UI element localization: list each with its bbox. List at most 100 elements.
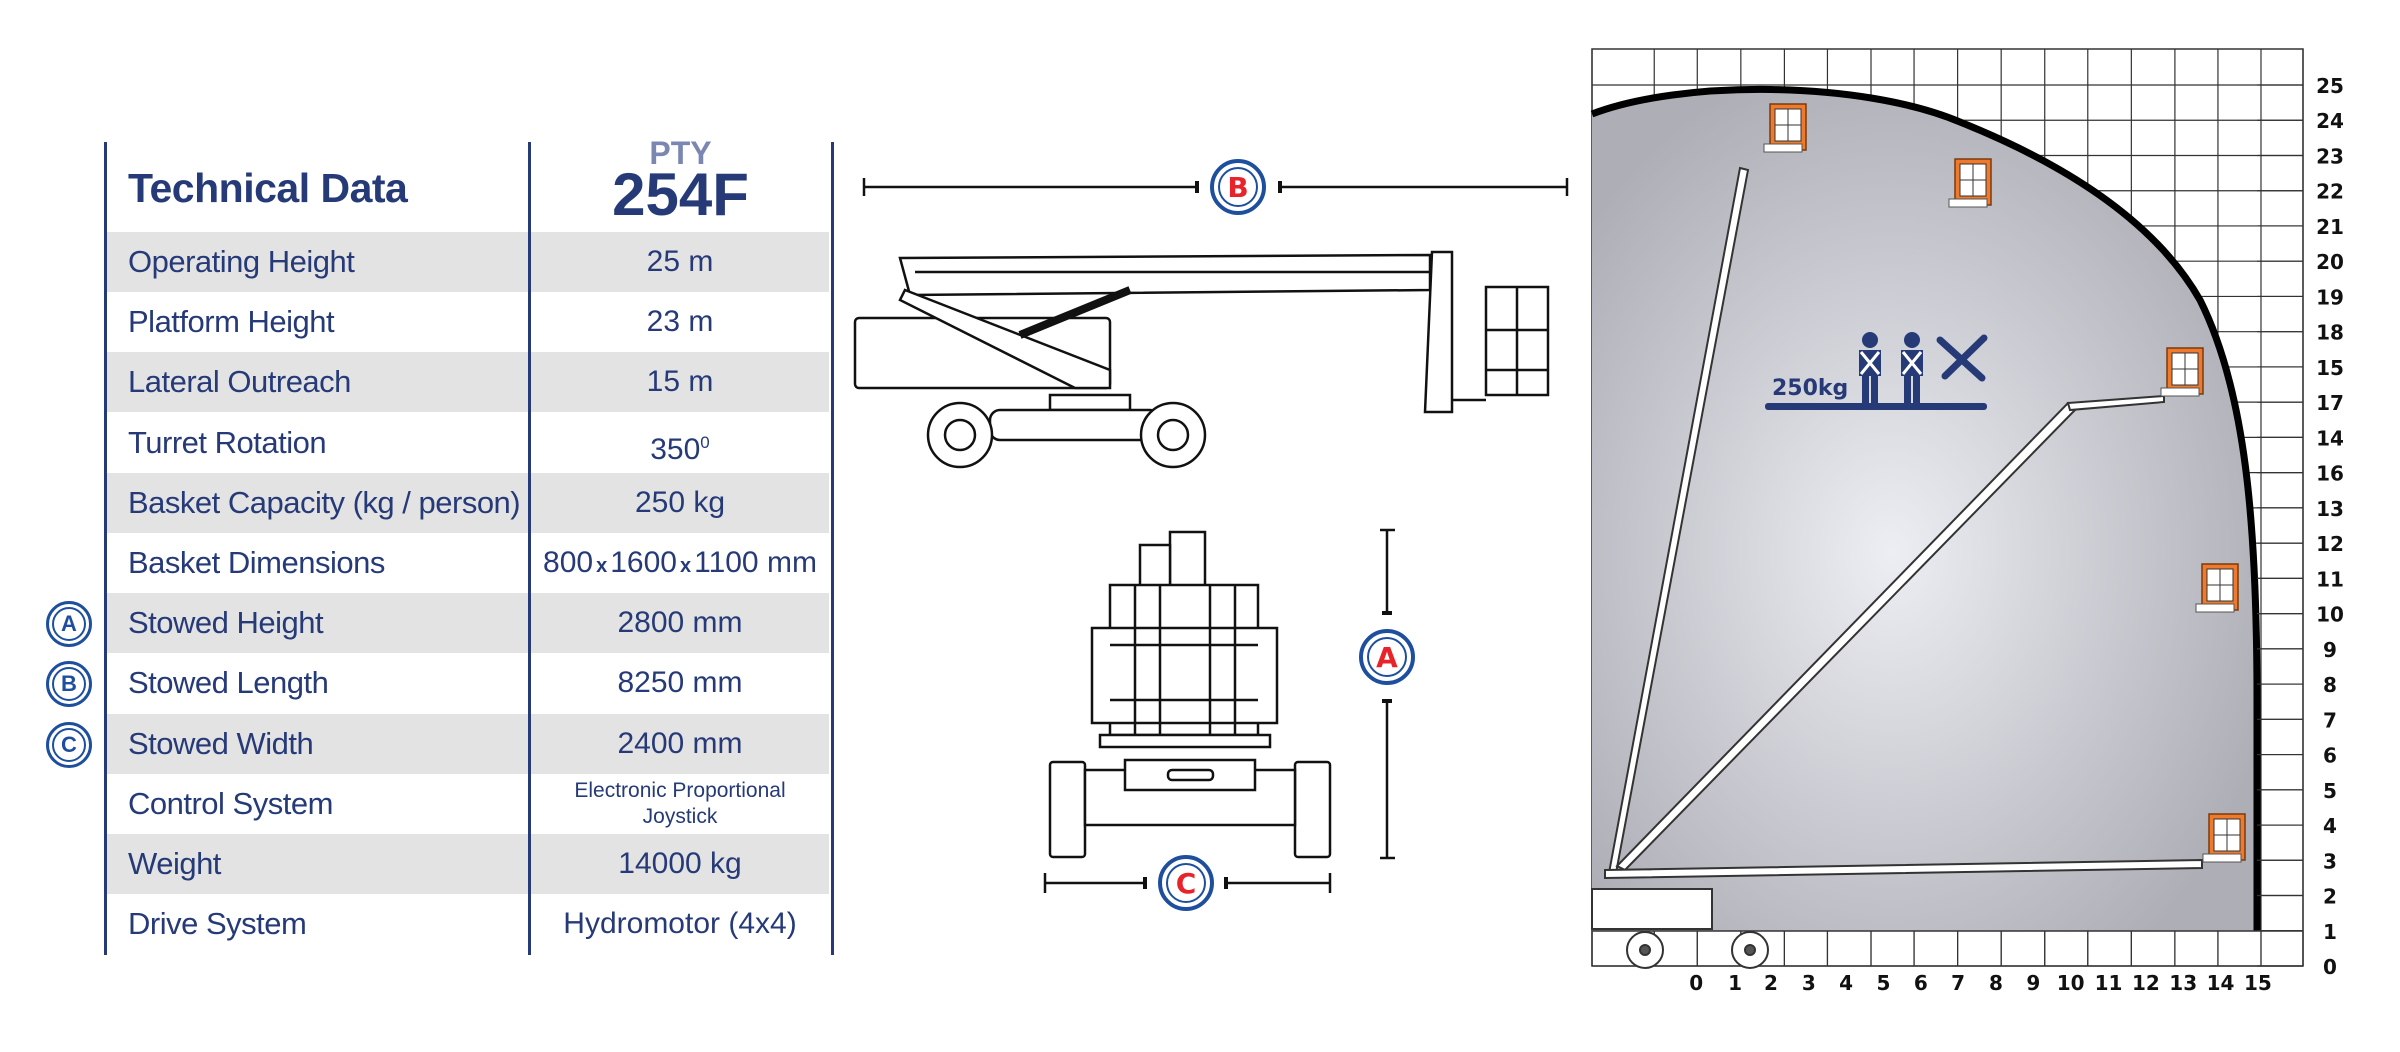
y-tick-label: 11: [2316, 567, 2344, 591]
x-tick-label: 11: [2095, 971, 2123, 995]
front-view-drawing: [1043, 528, 1395, 893]
dimension-marker-width: C: [1158, 855, 1214, 911]
value-text: 350: [650, 432, 701, 466]
x-tick-label: 2: [1764, 971, 1778, 995]
load-capacity-group: 250kg: [1765, 332, 1988, 410]
y-tick-label: 24: [2316, 109, 2344, 133]
y-tick-label: 13: [2316, 497, 2344, 521]
value-text: 14000 kg: [618, 847, 742, 880]
x-tick-label: 9: [2026, 971, 2040, 995]
y-tick-label: 25: [2316, 74, 2344, 98]
side-view-drawing: [853, 178, 1569, 469]
value-part: 1100 mm: [694, 546, 817, 579]
row-label: Operating Height: [128, 244, 355, 279]
badge-letter: C: [52, 727, 86, 762]
y-tick-label: 2: [2323, 885, 2337, 909]
y-tick-label: 10: [2316, 603, 2344, 627]
value-part: x: [596, 555, 608, 577]
x-tick-label: 15: [2244, 971, 2272, 995]
dimension-letter: C: [1176, 867, 1197, 900]
dimension-letter: B: [1227, 171, 1248, 204]
platform-bar: [1765, 403, 1987, 410]
table-row: Operating Height 25 m: [107, 232, 829, 292]
row-value: 15 m: [531, 352, 829, 412]
basket-icon: [2160, 347, 2204, 397]
row-label: Control System: [128, 785, 333, 821]
x-tick-label: 12: [2132, 971, 2160, 995]
row-label: Drive System: [128, 906, 307, 942]
degree-sup: 0: [700, 432, 710, 452]
boom-horizontal: [1604, 858, 2203, 880]
value-text: 2800 mm: [617, 606, 743, 640]
y-tick-label: 5: [2323, 779, 2337, 803]
row-label: Basket Dimensions: [128, 545, 385, 580]
x-tick-label: 10: [2057, 971, 2085, 995]
table-row: Stowed Length 8250 mm: [107, 653, 829, 713]
row-value-line: Joystick: [642, 804, 718, 828]
table-left-rule: [104, 142, 107, 955]
jib-diagonal: [2066, 394, 2165, 412]
x-tick-label: 7: [1951, 971, 1965, 995]
row-label: Turret Rotation: [128, 424, 327, 460]
y-tick-label: 8: [2323, 673, 2337, 697]
y-tick-label: 20: [2316, 250, 2344, 274]
y-tick-label: 6: [2323, 744, 2337, 768]
basket-icon: [2202, 813, 2246, 863]
y-tick-label: 18: [2316, 321, 2344, 345]
y-tick-label: 7: [2323, 708, 2337, 732]
x-tick-label: 1: [1728, 971, 1742, 995]
badge-letter: A: [52, 607, 86, 642]
x-tick-label: 6: [1914, 971, 1928, 995]
dimension-letter: A: [1376, 641, 1398, 674]
row-value: 25 m: [531, 232, 829, 292]
value-text: 8250 mm: [617, 666, 743, 700]
table-right-rule: [831, 142, 834, 955]
y-tick-label: 16: [2316, 462, 2344, 486]
basket-icon: [1948, 158, 1992, 208]
row-value: 3500: [531, 413, 829, 473]
y-tick-label: 1: [2323, 920, 2337, 944]
x-tick-label: 8: [1989, 971, 2003, 995]
dimension-badge-c: C: [46, 721, 92, 768]
basket-icon: [2195, 563, 2239, 613]
y-tick-label: 4: [2323, 814, 2337, 838]
y-tick-label: 15: [2316, 356, 2344, 380]
x-tick-label: 14: [2207, 971, 2235, 995]
y-tick-label: 23: [2316, 144, 2344, 168]
brand-label: PTY: [649, 135, 712, 171]
basket-icon: [1763, 103, 1807, 153]
row-value: 8250 mm: [531, 653, 829, 713]
badge-letter: B: [52, 667, 86, 702]
y-tick-label: 14: [2316, 426, 2344, 450]
row-value: 250 kg: [531, 473, 829, 533]
chassis: [1591, 888, 1713, 930]
value-text: 23 m: [646, 305, 714, 339]
row-label: Stowed Width: [128, 725, 314, 761]
x-tick-label: 13: [2169, 971, 2197, 995]
y-tick-label: 19: [2316, 285, 2344, 309]
y-tick-label: 22: [2316, 180, 2344, 204]
value-text: 25 m: [646, 245, 714, 278]
model-label: 254F: [612, 161, 749, 228]
row-value: 23 m: [531, 292, 829, 352]
table-row: Turret Rotation 3500: [107, 413, 829, 473]
value-part: 800: [543, 546, 594, 579]
x-tick-label: 0: [1689, 971, 1703, 995]
dimension-marker-length: B: [1210, 159, 1266, 215]
row-value: 14000 kg: [531, 834, 829, 894]
value-part: x: [679, 555, 692, 577]
table-title: Technical Data: [128, 165, 408, 211]
x-tick-label: 5: [1876, 971, 1890, 995]
row-value: 2800 mm: [531, 593, 829, 653]
row-label: Stowed Length: [128, 665, 329, 701]
value-text: 15 m: [646, 365, 714, 399]
